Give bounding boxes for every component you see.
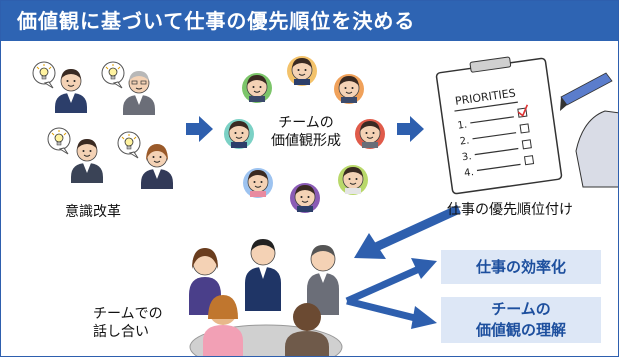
priorities-clipboard-illustration: PRIORITIES 1. 2. 3. 4. [435,56,618,195]
discussion-label-line2: 話し合い [93,324,149,340]
right-arrow-icon [186,116,213,142]
awareness-label: 意識改革 [65,204,121,220]
return-arrow-icon [374,204,461,252]
right-arrow-icon [397,116,424,142]
efficiency-result-box: 仕事の効率化 [441,250,601,284]
idea-bulb-icon [32,61,56,89]
awareness-people-illustration [32,61,173,189]
idea-bulb-icon [117,131,141,159]
team-circle-illustration [224,56,385,213]
understanding-result-box: チームの 価値観の理解 [441,297,601,343]
understanding-result-line2: 価値観の理解 [475,321,566,339]
team-discussion-illustration [189,239,343,356]
discussion-label: チームでの 話し合い [93,305,173,341]
clipboard-item-number: 2. [459,135,470,147]
hand-with-pen-icon [560,72,618,188]
result-arrow-icon [346,297,420,323]
team-values-label-line1: チームの [278,115,334,131]
result-arrow-icon [345,265,421,305]
clipboard-item-number: 3. [461,151,472,163]
discussion-label-line1: チームでの [93,306,163,322]
clipboard-item-number: 4. [464,167,475,179]
team-values-label: チームの 価値観形成 [266,114,346,150]
idea-bulb-icon [47,127,71,155]
clipboard-item-number: 1. [457,119,468,131]
prioritization-label: 仕事の優先順位付け [447,202,573,218]
idea-bulb-icon [101,61,125,89]
understanding-result-line1: チームの [491,300,551,318]
slide-title: 価値観に基づいて仕事の優先順位を決める [1,1,618,41]
team-values-label-line2: 価値観形成 [271,133,341,149]
